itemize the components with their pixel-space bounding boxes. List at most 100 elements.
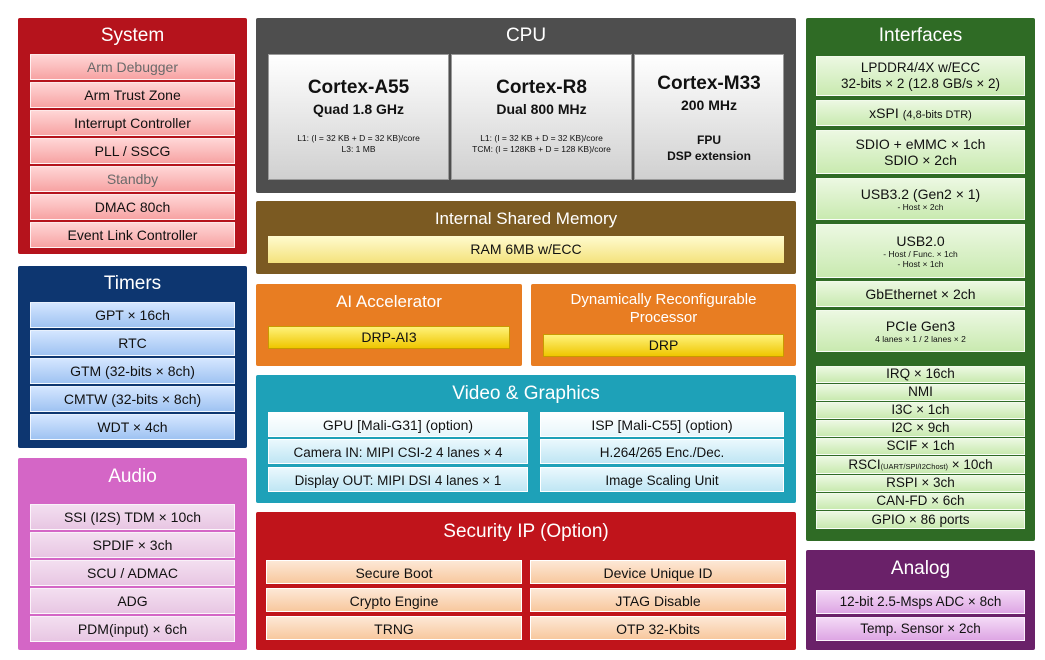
iface-i3c: I3C × 1ch [816,402,1025,419]
cpu-title: CPU [505,25,547,46]
iface-usb2-sub2: - Host × 1ch [897,259,944,270]
audio-item-pdm: PDM(input) × 6ch [30,616,235,642]
timers-title: Timers [103,273,162,294]
interfaces-title: Interfaces [878,25,963,46]
iface-lpddr: LPDDR4/4X w/ECC 32-bits × 2 (12.8 GB/s ×… [816,56,1025,96]
system-title: System [100,25,165,46]
iface-rsci-count: × 10ch [947,456,993,472]
iface-usb2-main: USB2.0 [896,232,945,249]
iface-xspi: xSPI (4,8-bits DTR) [816,100,1025,126]
iface-lpddr-line1: LPDDR4/4X w/ECC [860,60,981,76]
security-secure-boot: Secure Boot [266,560,522,584]
iface-xspi-note: (4,8-bits DTR) [902,108,972,121]
video-gpu: GPU [Mali-G31] (option) [268,412,528,437]
iface-rsci-note: (UART/SPI/I2Chost) [880,461,948,471]
video-graphics-block: Video & Graphics GPU [Mali-G31] (option)… [256,375,796,503]
ram-bar: RAM 6MB w/ECC [268,236,784,263]
ai-title: AI Accelerator [336,292,442,311]
timers-item-gpt: GPT × 16ch [30,302,235,328]
iface-sdio-line1: SDIO + eMMC × 1ch [855,135,986,152]
iface-canfd: CAN-FD × 6ch [816,493,1025,510]
core-cache-l1: L1: (I = 32 KB + D = 32 KB)/core [297,133,420,143]
audio-block: Audio SSI (I2S) TDM × 10ch SPDIF × 3ch S… [18,458,247,650]
iface-lpddr-line2: 32-bits × 2 (12.8 GB/s × 2) [840,76,1001,91]
drp-title: Dynamically Reconfigurable Processor [570,291,757,326]
analog-block: Analog 12-bit 2.5-Msps ADC × 8ch Temp. S… [806,550,1035,650]
iface-usb3: USB3.2 (Gen2 × 1) - Host × 2ch [816,178,1025,220]
video-camera-in: Camera IN: MIPI CSI-2 4 lanes × 4 [268,439,528,464]
ai-accelerator-block: AI Accelerator DRP-AI3 [256,284,522,366]
security-title: Security IP (Option) [443,521,609,542]
iface-irq: IRQ × 16ch [816,366,1025,383]
iface-usb2: USB2.0 - Host / Func. × 1ch - Host × 1ch [816,224,1025,278]
cpu-block: CPU Cortex-A55 Quad 1.8 GHz L1: (I = 32 … [256,18,796,193]
video-title: Video & Graphics [452,383,600,404]
iface-usb2-sub1: - Host / Func. × 1ch [883,248,958,259]
audio-item-ssi: SSI (I2S) TDM × 10ch [30,504,235,530]
iface-usb3-sub: - Host × 2ch [897,201,944,212]
iface-rspi: RSPI × 3ch [816,475,1025,492]
core-cortex-a55: Cortex-A55 Quad 1.8 GHz L1: (I = 32 KB +… [268,54,449,180]
system-item-dmac: DMAC 80ch [30,194,235,220]
core-cortex-r8: Cortex-R8 Dual 800 MHz L1: (I = 32 KB + … [451,54,632,180]
security-otp: OTP 32-Kbits [530,616,786,640]
iface-usb3-main: USB3.2 (Gen2 × 1) [860,185,981,202]
security-block: Security IP (Option) Secure Boot Crypto … [256,512,796,650]
security-device-unique-id: Device Unique ID [530,560,786,584]
iface-scif: SCIF × 1ch [816,438,1025,455]
system-item-interrupt-controller: Interrupt Controller [30,110,235,136]
core-tcm: TCM: (I = 128KB + D = 128 KB)/core [472,143,611,154]
core-name: Cortex-A55 [307,77,410,98]
drp-bar: DRP [543,334,784,357]
iface-sdio-line2: SDIO × 2ch [884,152,957,168]
audio-item-adg: ADG [30,588,235,614]
iface-nmi: NMI [816,384,1025,401]
interfaces-block: Interfaces LPDDR4/4X w/ECC 32-bits × 2 (… [806,18,1035,541]
security-crypto-engine: Crypto Engine [266,588,522,612]
core-speed: 200 MHz [680,97,738,113]
timers-item-gtm: GTM (32-bits × 8ch) [30,358,235,384]
iface-rsci: RSCI (UART/SPI/I2Chost) × 10ch [816,456,1025,474]
video-isp: ISP [Mali-C55] (option) [540,412,784,437]
core-speed: Quad 1.8 GHz [312,101,405,117]
core-dsp: DSP extension [667,148,751,163]
timers-item-cmtw: CMTW (32-bits × 8ch) [30,386,235,412]
drp-block: Dynamically Reconfigurable Processor DRP [531,284,796,366]
video-codec: H.264/265 Enc./Dec. [540,439,784,464]
core-name: Cortex-M33 [657,73,761,94]
system-item-arm-debugger: Arm Debugger [30,54,235,80]
iface-xspi-main: xSPI [869,104,899,121]
system-item-pll: PLL / SSCG [30,138,235,164]
memory-block: Internal Shared Memory RAM 6MB w/ECC [256,201,796,274]
system-item-trust-zone: Arm Trust Zone [30,82,235,108]
timers-block: Timers GPT × 16ch RTC GTM (32-bits × 8ch… [18,266,247,448]
core-speed: Dual 800 MHz [496,101,587,117]
analog-adc: 12-bit 2.5-Msps ADC × 8ch [816,590,1025,614]
iface-sdio: SDIO + eMMC × 1ch SDIO × 2ch [816,130,1025,174]
timers-item-wdt: WDT × 4ch [30,414,235,440]
iface-pcie: PCIe Gen3 4 lanes × 1 / 2 lanes × 2 [816,310,1025,352]
core-name: Cortex-R8 [496,77,587,98]
iface-pcie-sub: 4 lanes × 1 / 2 lanes × 2 [875,333,966,344]
audio-item-scu: SCU / ADMAC [30,560,235,586]
core-cortex-m33: Cortex-M33 200 MHz FPU DSP extension [634,54,784,180]
analog-temp-sensor: Temp. Sensor × 2ch [816,617,1025,641]
core-fpu: FPU [697,133,721,147]
security-trng: TRNG [266,616,522,640]
video-scaling-unit: Image Scaling Unit [540,467,784,492]
video-display-out: Display OUT: MIPI DSI 4 lanes × 1 [268,467,528,492]
analog-title: Analog [890,558,951,579]
drp-ai3-bar: DRP-AI3 [268,326,510,349]
iface-gbethernet: GbEthernet × 2ch [816,281,1025,307]
iface-gpio: GPIO × 86 ports [816,511,1025,529]
core-cache-l1: L1: (I = 32 KB + D = 32 KB)/core [480,133,603,143]
system-block: System Arm Debugger Arm Trust Zone Inter… [18,18,247,254]
security-jtag-disable: JTAG Disable [530,588,786,612]
audio-item-spdif: SPDIF × 3ch [30,532,235,558]
timers-item-rtc: RTC [30,330,235,356]
core-cache-l3: L3: 1 MB [341,143,376,154]
system-item-event-link: Event Link Controller [30,222,235,248]
system-item-standby: Standby [30,166,235,192]
iface-rsci-main: RSCI [848,456,881,472]
memory-title: Internal Shared Memory [434,209,618,228]
